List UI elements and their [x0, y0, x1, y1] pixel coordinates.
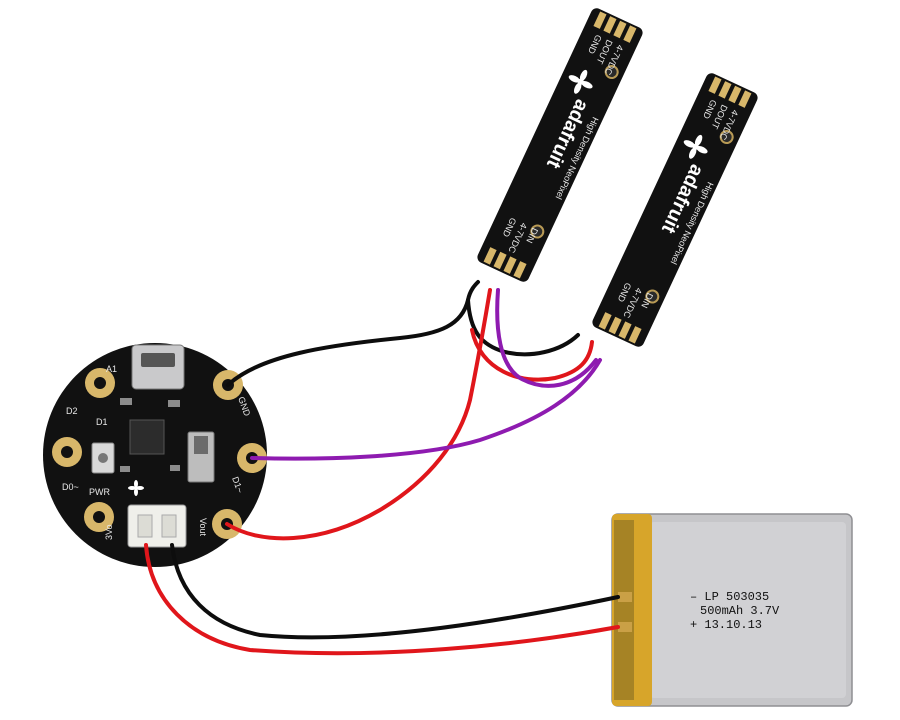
strip-2-mount-hole: [719, 130, 734, 145]
strip-1-top-pad: [593, 11, 607, 29]
strip-1-mount-hole: [530, 224, 545, 239]
battery-terminal-neg: [618, 592, 632, 602]
wires: [144, 280, 620, 656]
controller-board: A1 D2 D0~ GND D1~ 3Vo Vout PWR D1: [43, 343, 267, 567]
battery-label-line3: + 13.10.13: [690, 618, 762, 632]
strip-2-bottom-pad: [618, 321, 632, 339]
wire-dout-jumper: [495, 288, 598, 388]
battery-protection-board: [614, 520, 634, 700]
strip-1-pcb: [477, 8, 643, 282]
strip-2-bottom-pad: [598, 312, 612, 330]
battery-terminal-pos: [618, 622, 632, 632]
battery-label-line2: 500mAh 3.7V: [700, 604, 780, 618]
wire-vdc-jumper: [470, 328, 594, 382]
strip-1-top-pad: [613, 20, 627, 39]
lipo-battery: – LP 503035 500mAh 3.7V + 13.10.13: [611, 513, 853, 707]
microcontroller-chip: [129, 419, 165, 455]
pad-label-3vo: 3Vo: [104, 524, 114, 540]
wire-gnd-jumper: [466, 298, 580, 357]
strip-1-bottom-pad: [483, 247, 497, 265]
strip-2-bottom-pad: [628, 326, 642, 344]
strip-1-bottom-pad: [493, 251, 507, 270]
strip-1-mount-hole: [604, 65, 619, 80]
strip-1-bottom-pad: [503, 256, 517, 274]
battery-face: [650, 522, 846, 698]
wire-battery-neg: [170, 543, 620, 640]
adafruit-flower-icon: [128, 480, 144, 496]
battery-label-line1: – LP 503035: [690, 590, 769, 604]
pad-label-a1: A1: [106, 364, 117, 374]
adafruit-flower-icon: [683, 134, 708, 159]
strip-2-top-pad: [718, 81, 732, 99]
pwr-label: PWR: [89, 487, 110, 497]
adafruit-flower-icon: [568, 69, 593, 94]
strip-1-top-pad: [623, 25, 637, 43]
led-label: D1: [96, 417, 108, 427]
battery-tape: [612, 514, 652, 706]
strip-2-top-pad: [728, 85, 742, 104]
strip-2-bottom-pad: [608, 316, 622, 335]
wire-vout-strip1: [225, 288, 492, 541]
jst-battery-connector: [127, 504, 187, 548]
usb-port-opening: [141, 353, 175, 367]
wire-battery-pos: [144, 543, 620, 656]
strip-2-top-pad: [738, 90, 752, 108]
strip-1-top-pad: [603, 16, 617, 34]
strip-2-top-pad: [708, 76, 722, 94]
pad-label-vout: Vout: [198, 518, 208, 537]
neopixel-strip-2: GND DOUT 4-7VDC GND 4-7VDC DIN High Dens…: [592, 73, 758, 347]
strip-1-bottom-pad: [513, 261, 527, 279]
strip-2-mount-hole: [645, 289, 660, 304]
wire-gnd-strip1: [226, 280, 480, 387]
pad-label-d2: D2: [66, 406, 78, 416]
wire-d1-din: [250, 358, 602, 461]
strip-2-pcb: [592, 73, 758, 347]
pad-label-d0: D0~: [62, 482, 79, 492]
neopixel-strip-1: GND DOUT 4-7VDC GND 4-7VDC DIN High Dens…: [477, 8, 643, 282]
